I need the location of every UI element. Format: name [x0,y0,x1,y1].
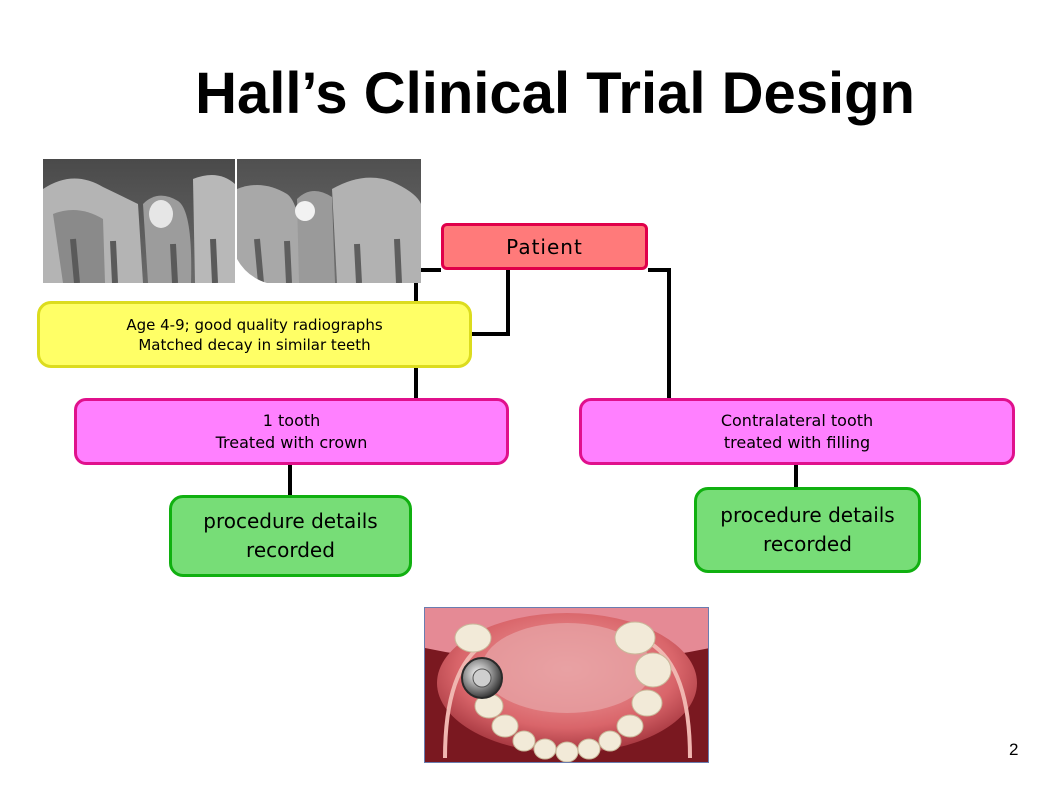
clinical-photo [424,607,709,763]
page-number: 2 [1009,740,1019,759]
filling-arm-box: Contralateral tooth treated with filling [579,398,1015,465]
filling-arm-line-2: treated with filling [723,432,871,452]
xray-image-right [237,159,421,283]
slide-title: Hall’s Clinical Trial Design [195,61,915,126]
connector-patient-to-filling [648,268,671,398]
criteria-line-2: Matched decay in similar teeth [138,335,371,354]
filling-procedure-box: procedure details recorded [694,487,921,573]
crown-procedure-line-2: recorded [246,538,335,562]
patient-label: Patient [506,234,583,259]
filling-procedure-line-1: procedure details [720,503,895,527]
criteria-line-1: Age 4-9; good quality radiographs [126,315,383,334]
xray-image-left [43,159,235,283]
crown-arm-line-2: Treated with crown [215,432,368,452]
crown-arm-line-1: 1 tooth [262,410,321,430]
crown-procedure-line-1: procedure details [203,509,378,533]
crown-procedure-box: procedure details recorded [169,495,412,577]
crown-arm-box: 1 tooth Treated with crown [74,398,509,465]
patient-box: Patient [441,223,648,270]
filling-procedure-line-2: recorded [763,532,852,556]
connector-patient-to-criteria [472,270,510,336]
inclusion-criteria-box: Age 4-9; good quality radiographs Matche… [37,301,472,368]
filling-arm-line-1: Contralateral tooth [720,410,874,430]
